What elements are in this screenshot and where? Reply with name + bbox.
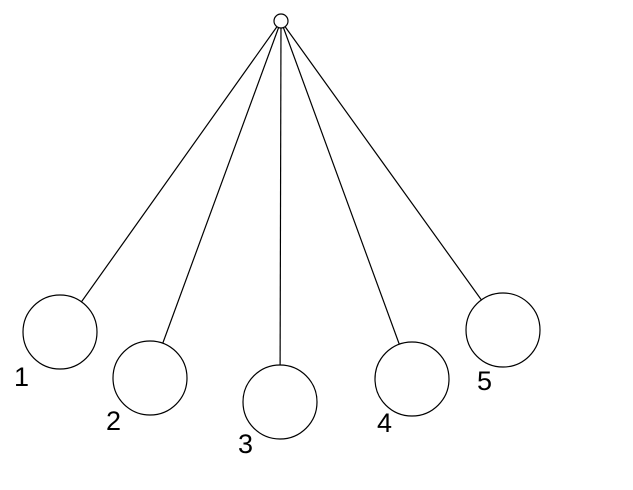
string-5 [280,20,504,331]
bob-1 [22,294,98,370]
bob-label-5: 5 [477,366,492,396]
bob-labels: 1 2 3 4 5 [14,362,492,459]
bob-4 [374,341,450,417]
bob-2 [112,340,188,416]
bob-label-1: 1 [14,362,29,392]
bob-label-4: 4 [377,408,392,438]
bob-3 [242,364,318,440]
pivot-circle [273,13,289,29]
string-2 [149,20,282,379]
bobs [22,292,541,440]
string-4 [280,20,413,380]
string-3 [279,20,282,403]
bob-label-3: 3 [238,429,253,459]
bob-5 [465,292,541,368]
string-1 [59,20,282,333]
bob-label-2: 2 [106,406,121,436]
strings [59,20,504,403]
